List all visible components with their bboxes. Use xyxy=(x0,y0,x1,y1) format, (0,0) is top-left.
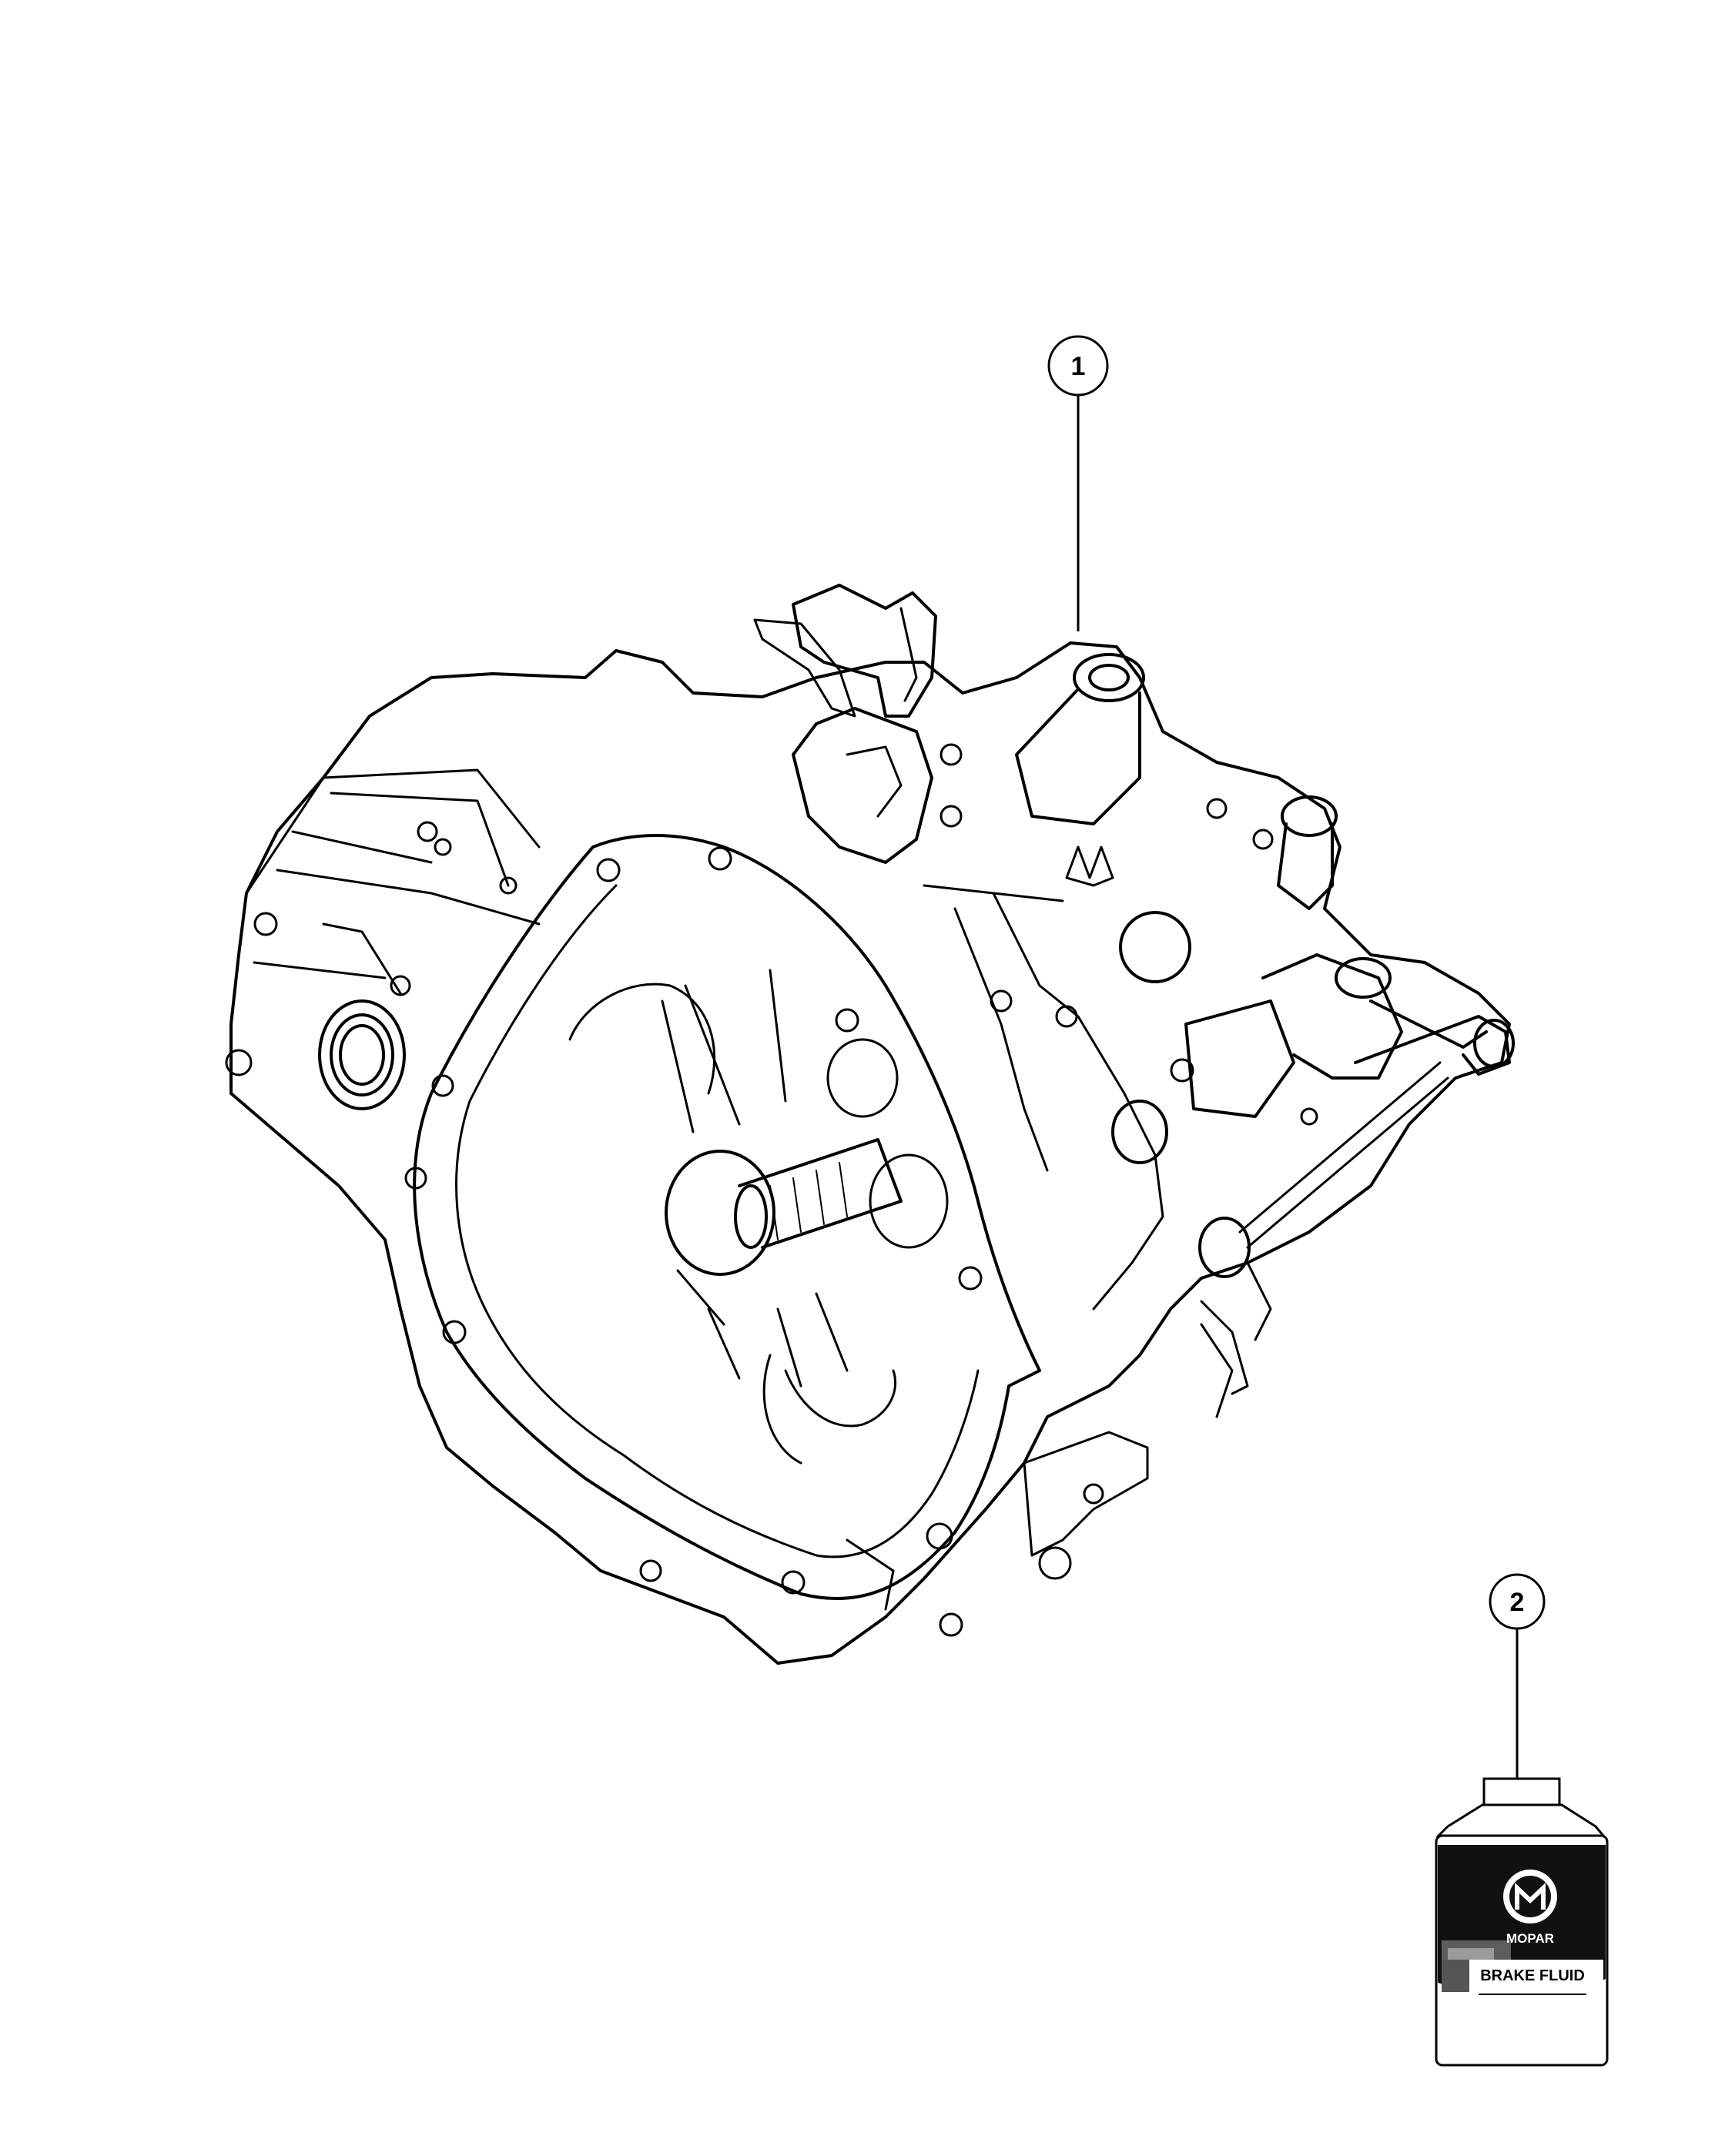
flange-bolt-holes xyxy=(404,846,983,1595)
callout-2[interactable]: 2 xyxy=(1489,1573,1546,1779)
bottle-brand: MOPAR xyxy=(1506,1931,1554,1946)
input-shaft xyxy=(665,1138,903,1276)
callout-2-label: 2 xyxy=(1510,1588,1525,1617)
bell-housing-flange xyxy=(413,834,1041,1601)
callout-1-label: 1 xyxy=(1071,352,1086,381)
output-seal xyxy=(318,999,406,1110)
shift-tower xyxy=(753,584,963,864)
callout-1[interactable]: 1 xyxy=(1047,335,1109,631)
logo-mark xyxy=(1065,845,1114,887)
bottle-product: BRAKE FLUID xyxy=(1480,1967,1585,1984)
mount-boss xyxy=(1015,653,1338,983)
shift-linkage xyxy=(1111,953,1515,1418)
bottle-cap xyxy=(1482,1777,1561,1806)
mopar-emblem-icon xyxy=(1503,1870,1557,1923)
transaxle-assembly xyxy=(225,584,1515,1665)
brake-fluid-bottle: MOPAR BRAKE FLUID xyxy=(1435,1777,1609,2067)
